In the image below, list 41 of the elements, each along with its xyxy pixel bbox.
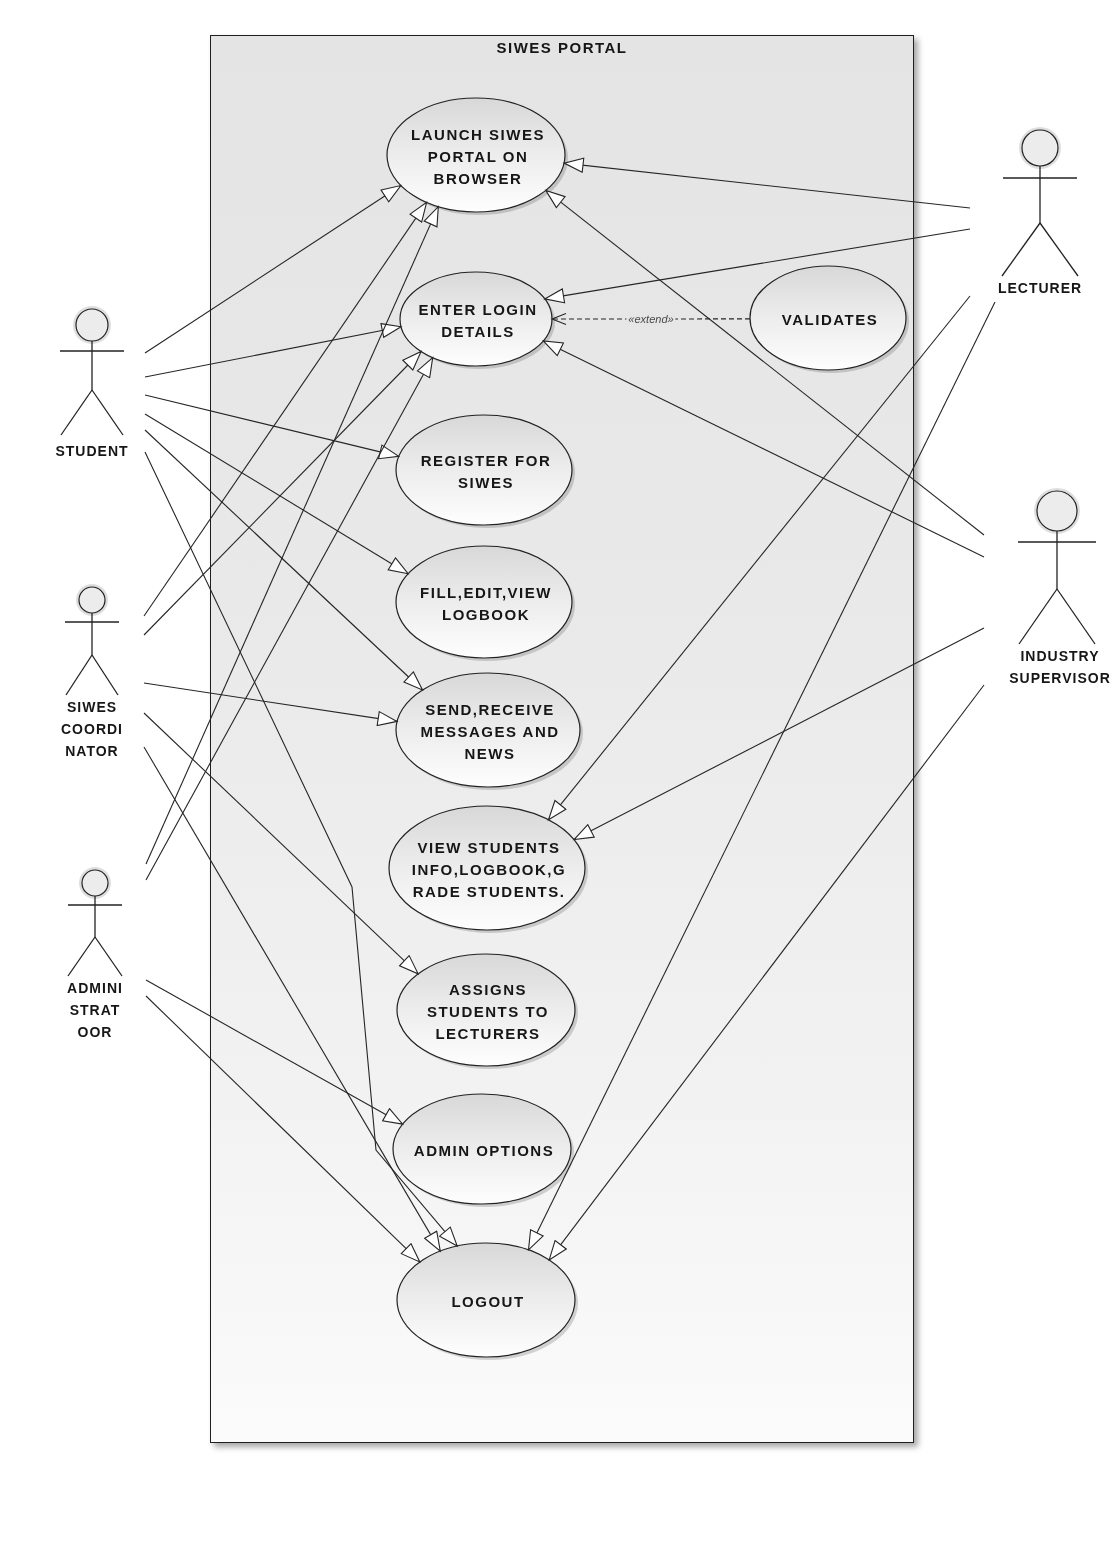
use-case-label: LAUNCH SIWES PORTAL ON BROWSER xyxy=(410,125,546,189)
use-case-label: LOGOUT xyxy=(450,1292,526,1312)
connector-arrow xyxy=(145,206,439,865)
connector-arrow xyxy=(545,189,985,536)
connector-arrow xyxy=(144,323,402,378)
use-case-label: REGISTER FOR SIWES xyxy=(419,451,553,493)
connector-arrow xyxy=(143,201,428,617)
connector-arrow xyxy=(573,627,985,841)
connector-arrow xyxy=(544,228,971,304)
connector-arrow xyxy=(144,413,409,575)
actor-label: SIWES COORDI NATOR xyxy=(60,698,124,761)
use-case-label: SEND,RECEIVE MESSAGES AND NEWS xyxy=(419,700,561,764)
connector-arrow xyxy=(143,350,422,636)
connector-arrow xyxy=(144,184,402,354)
system-boundary xyxy=(210,35,914,1443)
use-case-label: ADMIN OPTIONS xyxy=(412,1141,556,1161)
connector-arrow xyxy=(145,995,421,1263)
boundary-title: SIWES PORTAL xyxy=(496,38,628,58)
connector-arrow xyxy=(542,340,985,558)
actor-label: INDUSTRY SUPERVISOR xyxy=(1008,647,1112,688)
connector-arrow xyxy=(548,684,985,1261)
connector-arrow xyxy=(143,746,441,1252)
use-case-label: VIEW STUDENTS INFO,LOGBOOK,G RADE STUDENTS. xyxy=(410,838,568,902)
edge-label: «extend» xyxy=(626,312,676,326)
connector-arrow xyxy=(144,429,424,691)
actor-label: STUDENT xyxy=(54,442,130,461)
actor-label: ADMINI STRAT OOR xyxy=(66,979,124,1042)
connector-arrow xyxy=(563,157,971,209)
use-case-label: ASSIGNS STUDENTS TO LECTURERS xyxy=(425,980,551,1044)
use-case-label: VALIDATES xyxy=(780,310,880,330)
connector-arrow xyxy=(527,301,996,1251)
connector-arrow xyxy=(145,979,404,1125)
connector-arrow xyxy=(143,682,398,726)
connector-arrow xyxy=(144,394,400,460)
connector-arrow xyxy=(143,712,419,975)
use-case-label: FILL,EDIT,VIEW LOGBOOK xyxy=(419,583,553,625)
actor-label: LECTURER xyxy=(996,279,1084,298)
use-case-label: ENTER LOGIN DETAILS xyxy=(417,300,539,342)
connector-arrow xyxy=(547,295,971,821)
connector-arrow xyxy=(145,357,434,881)
connector-arrow xyxy=(144,451,458,1247)
